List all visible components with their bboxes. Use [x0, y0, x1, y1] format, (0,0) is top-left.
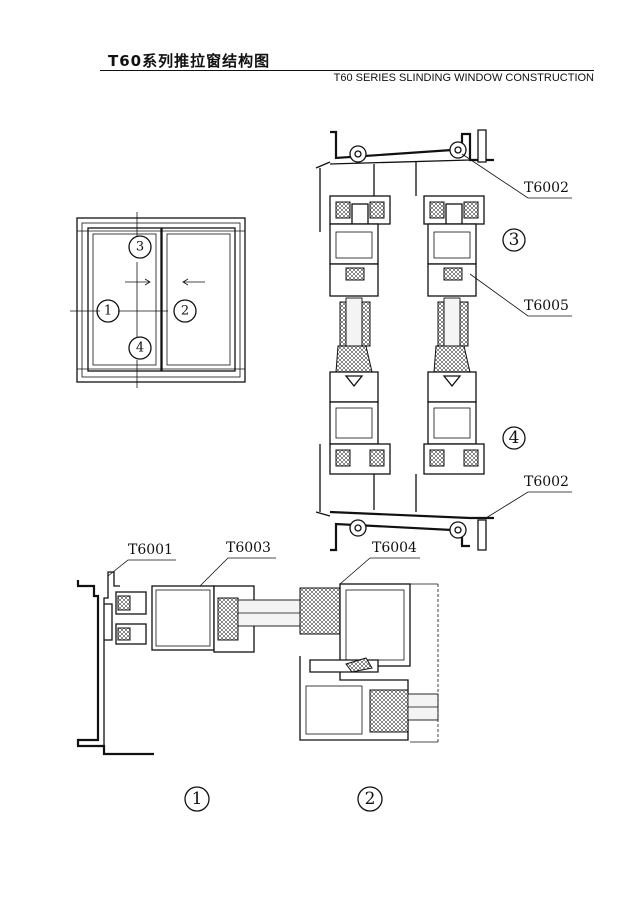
label-t6004: T6004 [372, 540, 417, 556]
elevation-marker-3: 3 [128, 235, 152, 259]
vertical-section: T6002 T6005 T6002 3 4 [315, 129, 572, 552]
svg-text:3: 3 [509, 230, 520, 250]
window-elevation: 3 1 2 4 [70, 212, 246, 388]
svg-text:4: 4 [509, 428, 520, 448]
elevation-marker-2: 2 [173, 299, 197, 323]
drawing-title-cn: T60系列推拉窗结构图 [108, 52, 271, 70]
svg-text:2: 2 [181, 304, 189, 319]
elevation-marker-4: 4 [128, 336, 152, 360]
svg-text:2: 2 [365, 789, 376, 809]
right-sash-section [423, 195, 485, 475]
section-marker-1: 1 [184, 786, 210, 812]
section-marker-2: 2 [357, 786, 383, 812]
label-t6005: T6005 [524, 298, 569, 314]
horizontal-section-2: T6004 [299, 540, 439, 743]
label-t6001: T6001 [128, 542, 173, 558]
drawing-title-en: T60 SERIES SLINDING WINDOW CONSTRUCTION [333, 72, 594, 84]
elevation-marker-1: 1 [96, 299, 120, 323]
section-marker-3: 3 [502, 228, 526, 252]
label-t6003: T6003 [226, 540, 271, 556]
label-t6002-bottom: T6002 [524, 474, 569, 490]
title-rule [100, 70, 594, 71]
label-t6002-top: T6002 [524, 180, 569, 196]
horizontal-section-1: T6001 T6003 [76, 540, 301, 756]
svg-text:3: 3 [136, 240, 144, 255]
svg-text:1: 1 [192, 789, 203, 809]
left-sash-section [329, 195, 391, 475]
svg-text:1: 1 [104, 304, 112, 319]
section-marker-4: 4 [502, 426, 526, 450]
svg-text:4: 4 [136, 341, 144, 356]
